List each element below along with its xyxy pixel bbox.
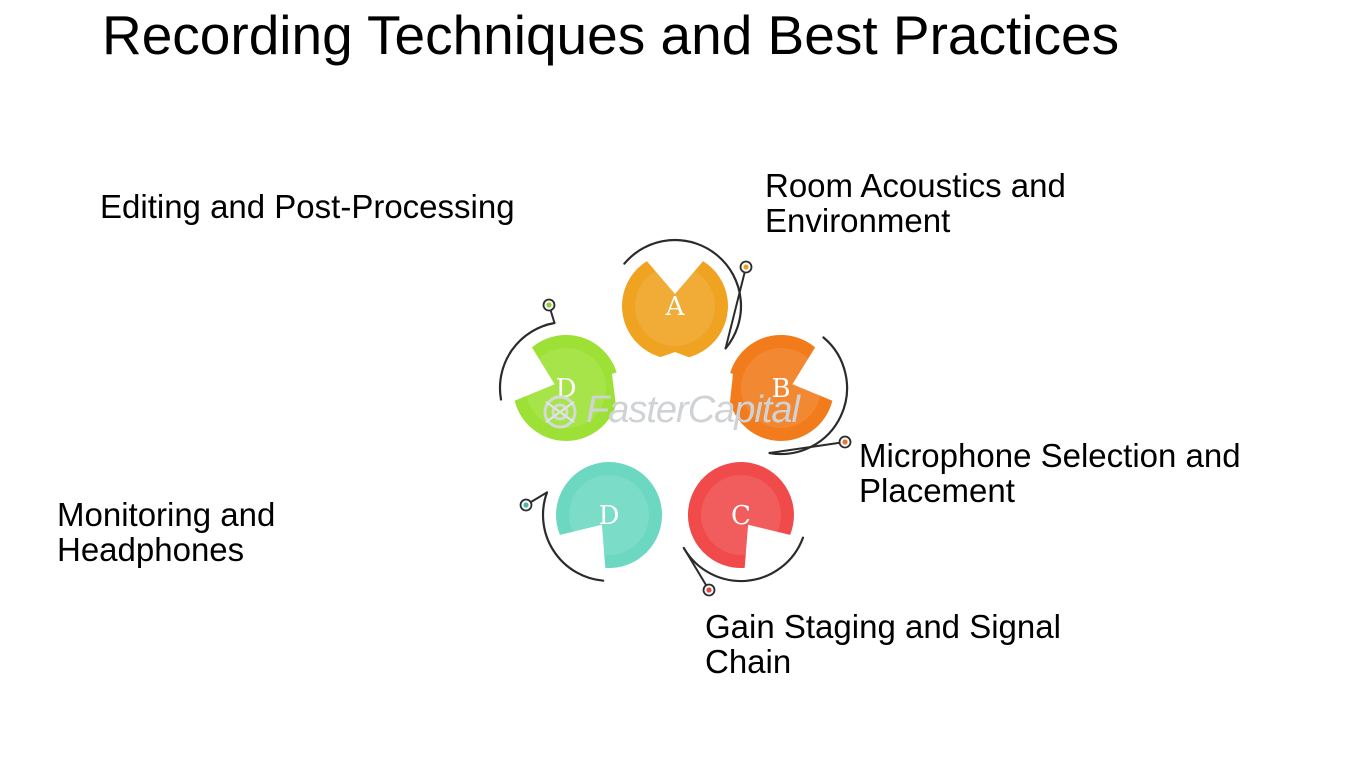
label-editing: Editing and Post-Processing — [100, 189, 515, 224]
segment-2-connector — [769, 441, 846, 454]
segment-5-dot-core — [546, 302, 552, 308]
segment-3-ring-arc — [682, 536, 805, 583]
segment-5-disc — [514, 334, 620, 441]
label-editing-line-1: Editing and Post-Processing — [100, 188, 515, 225]
segment-4-dot-core — [523, 502, 529, 508]
segment-2-inner-shade — [741, 348, 821, 428]
segment-3-disc — [687, 462, 794, 569]
segment-4-disc — [556, 462, 663, 569]
watermark-logo-icon — [543, 395, 577, 429]
segment-4: D — [519, 462, 663, 582]
label-room-acoustics: Room Acoustics and Environment — [765, 168, 1066, 238]
segment-2-dot-core — [842, 439, 848, 445]
segment-2-letter: B — [771, 374, 790, 404]
segment-1-letter: A — [665, 292, 686, 322]
label-microphone: Microphone Selection and Placement — [859, 438, 1241, 508]
segment-1: A — [622, 238, 753, 360]
page-title: Recording Techniques and Best Practices — [102, 4, 1120, 66]
label-microphone-line-1: Microphone Selection and — [859, 437, 1241, 474]
segment-1-dot-core — [743, 264, 749, 270]
label-gain-staging: Gain Staging and Signal Chain — [705, 609, 1061, 679]
watermark-text: FasterCapital — [586, 389, 800, 431]
label-gain-line-1: Gain Staging and Signal — [705, 608, 1061, 645]
label-microphone-line-2: Placement — [859, 472, 1015, 509]
label-gain-line-2: Chain — [705, 643, 792, 680]
segment-1-disc — [622, 261, 728, 360]
center-hub — [612, 352, 733, 462]
segment-5-ring-arc — [498, 321, 556, 401]
segment-2-ring-arc — [768, 336, 849, 456]
segment-3: C — [682, 462, 805, 597]
segment-3-letter: C — [731, 501, 751, 531]
label-room-line-1: Room Acoustics and — [765, 167, 1066, 204]
segment-2: B — [727, 334, 852, 456]
label-room-line-2: Environment — [765, 202, 951, 239]
label-monitoring-line-1: Monitoring and — [57, 496, 276, 533]
segment-3-inner-shade — [701, 475, 781, 555]
segment-4-letter: D — [599, 501, 620, 531]
label-monitoring-line-2: Headphones — [57, 531, 245, 568]
segment-1-ring-arc — [623, 238, 743, 350]
segment-2-disc — [727, 334, 833, 441]
label-monitoring: Monitoring and Headphones — [57, 497, 275, 567]
segment-4-inner-shade — [569, 475, 649, 555]
segment-4-ring-arc — [541, 491, 605, 582]
segment-3-connector — [682, 547, 710, 591]
segment-3-dot-core — [706, 587, 712, 593]
segment-1-connector — [724, 266, 747, 349]
segment-1-inner-shade — [635, 266, 715, 346]
